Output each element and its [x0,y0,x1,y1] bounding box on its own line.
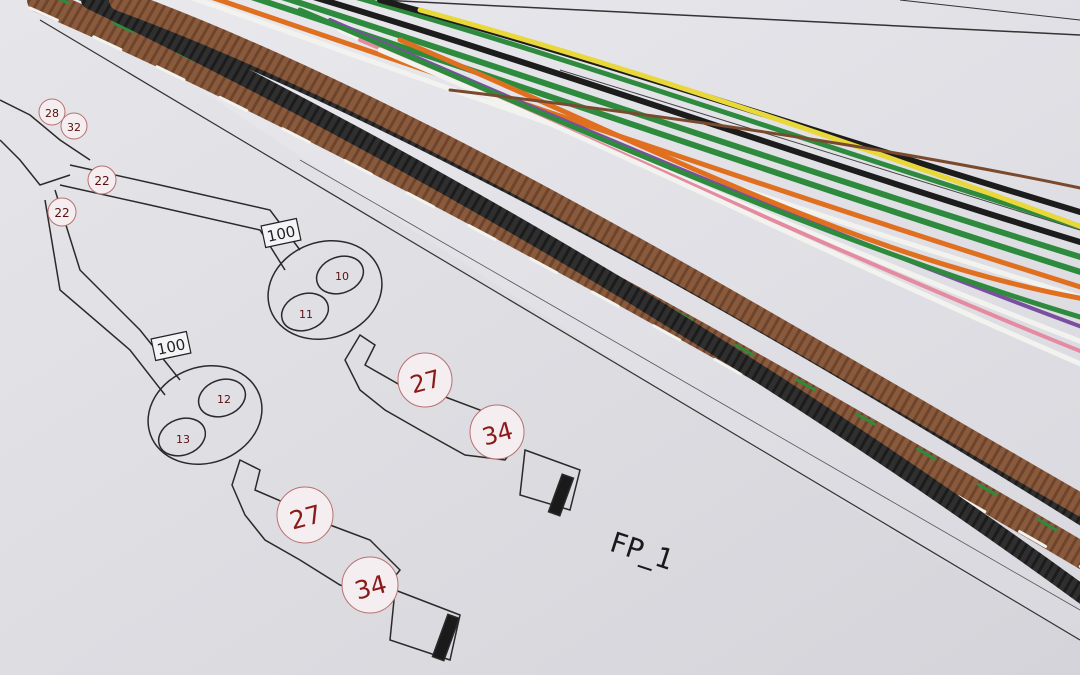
drawing-border-line [559,69,1080,231]
cavity-10 [315,255,365,295]
balloon-split-1-label: 22 [94,174,109,188]
balloon-top-1 [38,98,66,126]
wire-bundle [190,0,1080,367]
cavity-12-label: 12 [217,393,231,406]
balloon-top-2-label: 32 [67,121,81,134]
terminal-lower-end [431,613,461,662]
balloons: 27 34 27 34 22 22 28 32 [38,98,525,614]
balloon-split-2 [47,197,77,227]
balloon-top-1-label: 28 [45,107,59,120]
drawing-frame-line [39,19,1080,641]
cavity-11 [280,292,330,332]
balloon-split-1 [87,165,117,195]
cavity-13-label: 13 [176,433,190,446]
length-label-lower: 100 [155,335,187,359]
length-box-upper: 100 [260,217,302,249]
cavity-13 [157,417,207,457]
wire-brown-thin [448,88,1080,190]
wire-yellow [417,7,1080,229]
drawing-border-line [379,0,1080,36]
cable-brown [109,0,1080,517]
drawing-border-line [899,0,1080,21]
cavity-10-label: 10 [335,270,349,283]
terminal-lower [389,588,461,661]
balloon-top-2 [60,112,88,140]
balloon-split-2-label: 22 [54,206,69,220]
terminal-upper [519,448,581,511]
cable-black [81,0,1080,604]
balloon-term-upper [469,404,525,460]
balloon-term-lower [341,556,399,614]
harness-drawing [0,99,581,662]
drawing-frame-line [299,159,1080,611]
cavity-11-label: 11 [299,308,313,321]
length-label-upper: 100 [265,222,297,246]
wire-green [297,7,1080,320]
terminal-upper-end [547,473,575,517]
wire-green [281,0,1080,261]
length-box-lower: 100 [150,330,192,362]
thick-cables [27,0,1080,604]
balloon-boot-upper [397,352,453,408]
cavity-12 [197,378,247,418]
harness-branch-upper [59,184,286,271]
wire-orange [397,37,1080,301]
harness-trunk [0,139,71,186]
balloon-boot-lower [276,486,334,544]
grommet-upper [267,239,383,341]
harness-trunk [0,99,91,161]
wire-black [313,0,1080,246]
harness-branch-lower [44,199,166,396]
wire-green [356,0,1080,230]
grommet-lower [147,364,263,466]
